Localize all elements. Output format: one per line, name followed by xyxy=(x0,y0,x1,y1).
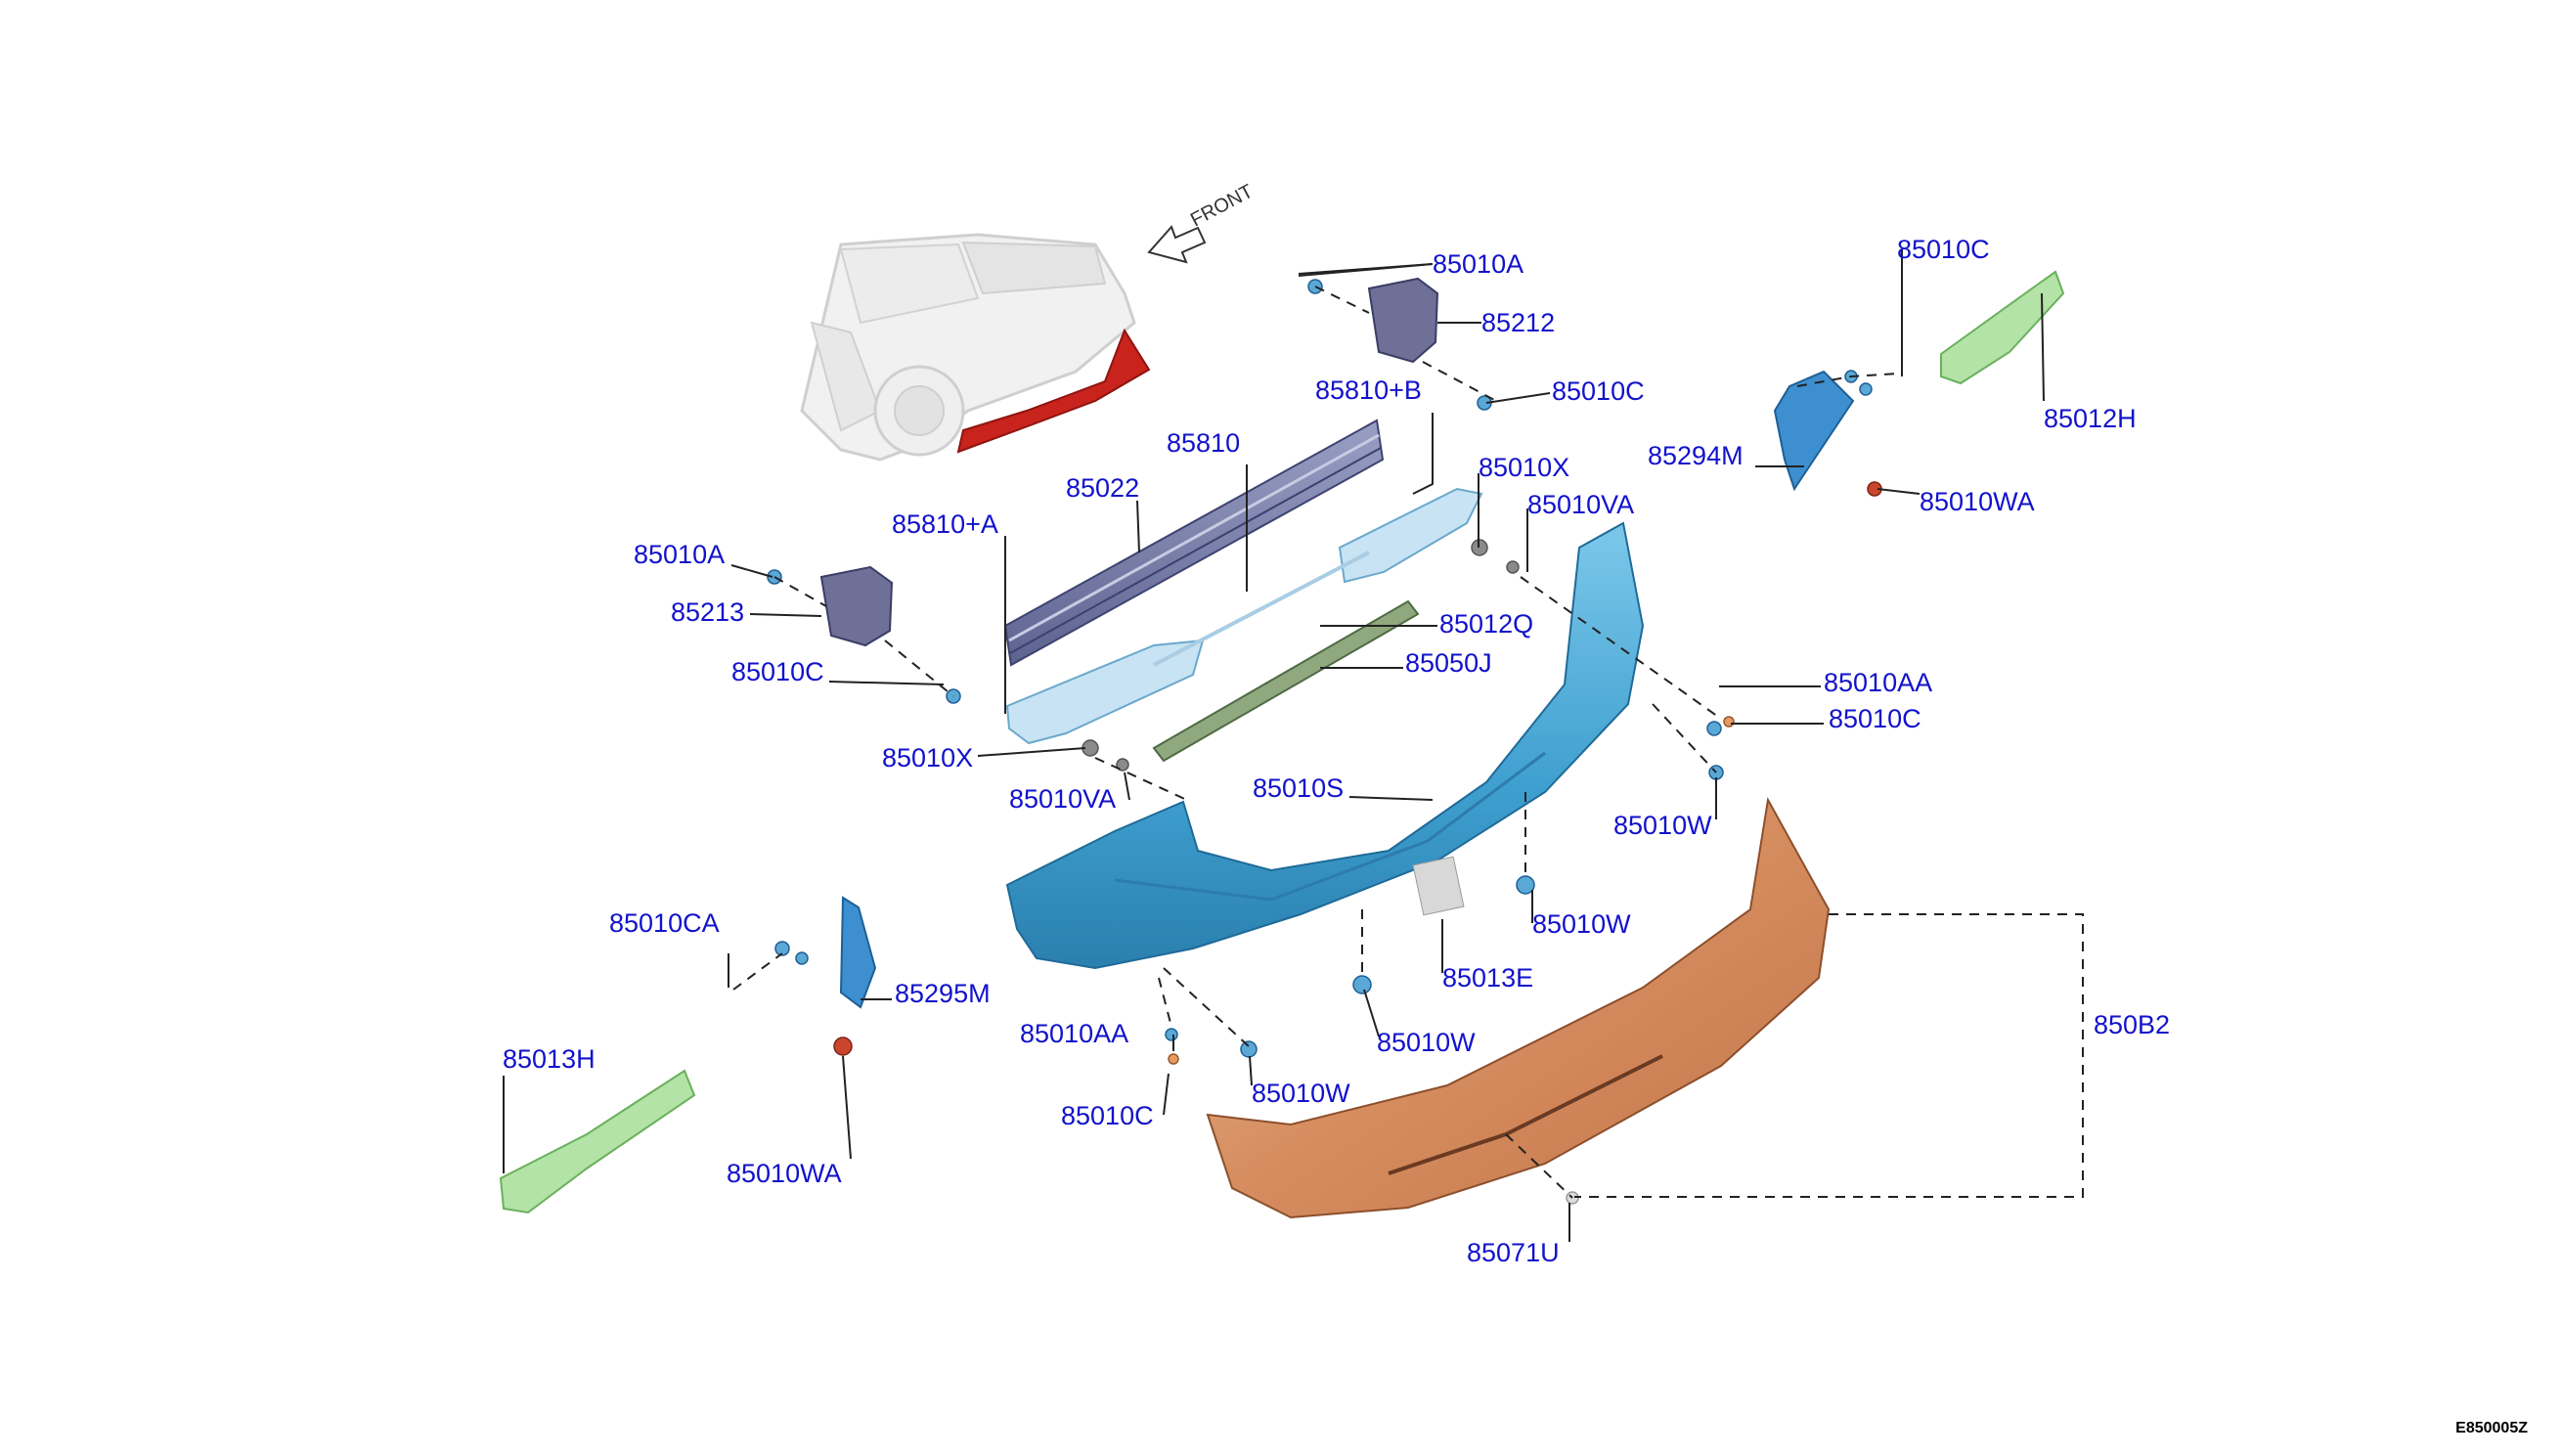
leader-lines xyxy=(503,249,2045,1242)
callout-85010A-left: 85010A xyxy=(634,540,726,569)
callout-85012Q: 85012Q xyxy=(1439,609,1534,639)
callout-85212: 85212 xyxy=(1481,308,1556,337)
callout-85010VA-lower: 85010VA xyxy=(1009,784,1117,814)
bumper-fascia-upper xyxy=(1005,521,1645,970)
pad-85013E xyxy=(1412,856,1465,916)
callout-85010X-lower: 85010X xyxy=(882,743,974,772)
callout-85810: 85810 xyxy=(1167,428,1241,458)
reference-vehicle xyxy=(800,233,1151,462)
callout-85010S: 85010S xyxy=(1253,773,1345,803)
callout-85010W-lower-center: 85010W xyxy=(1377,1028,1476,1057)
callout-85010W-lower: 85010W xyxy=(1252,1079,1350,1108)
callout-85294M: 85294M xyxy=(1648,441,1744,470)
callout-85050J: 85050J xyxy=(1405,648,1492,678)
energy-absorber-left xyxy=(1005,639,1205,745)
callout-85810-A: 85810+A xyxy=(892,509,998,539)
callout-85010CA: 85010CA xyxy=(609,908,720,938)
license-bracket xyxy=(1152,599,1420,763)
callout-85213: 85213 xyxy=(671,597,745,627)
front-label: FRONT xyxy=(1187,181,1257,232)
callout-85010AA-right: 85010AA xyxy=(1824,668,1933,697)
bumper-reinforcement xyxy=(1003,419,1385,667)
callout-85010C-upper: 85010C xyxy=(1552,376,1645,406)
side-bracket-right xyxy=(1773,370,1855,492)
callout-85010AA-lower: 85010AA xyxy=(1020,1019,1129,1048)
bracket-85213 xyxy=(819,565,894,647)
drawing-code: E850005Z xyxy=(2455,1420,2528,1436)
callout-85010C-right-top: 85010C xyxy=(1897,235,1990,264)
bracket-85212 xyxy=(1367,277,1439,364)
callout-85010VA-upper: 85010VA xyxy=(1527,490,1635,519)
side-bracket-left xyxy=(839,896,877,1009)
callout-85071U: 85071U xyxy=(1467,1238,1560,1267)
callout-85012H: 85012H xyxy=(2044,404,2137,433)
callout-85010A-upper: 85010A xyxy=(1433,249,1524,279)
callout-85010WA-left: 85010WA xyxy=(727,1159,842,1188)
callout-85010C-lower: 85010C xyxy=(1061,1101,1154,1130)
callout-85010C-left: 85010C xyxy=(731,657,824,686)
callout-85810-B: 85810+B xyxy=(1315,375,1422,405)
callout-85010C-right: 85010C xyxy=(1829,704,1921,733)
assembly-lines xyxy=(732,286,2084,1199)
energy-absorber-right xyxy=(1338,487,1483,584)
bumper-assembly-lower xyxy=(1206,796,1831,1219)
callout-85010X-upper: 85010X xyxy=(1479,453,1570,482)
callout-85010W-center: 85010W xyxy=(1532,909,1631,939)
callout-85010W-right: 85010W xyxy=(1613,811,1712,840)
rear-bracket-right-green xyxy=(1940,270,2065,385)
callout-85022: 85022 xyxy=(1066,473,1140,503)
front-arrow-icon xyxy=(1147,225,1207,264)
callout-85013E: 85013E xyxy=(1442,963,1534,993)
callout-85010WA-right: 85010WA xyxy=(1920,487,2035,516)
rear-bracket-left-green xyxy=(499,1069,696,1214)
callout-85013H: 85013H xyxy=(503,1044,596,1074)
callout-850B2: 850B2 xyxy=(2094,1010,2171,1039)
callout-85295M: 85295M xyxy=(895,979,991,1008)
